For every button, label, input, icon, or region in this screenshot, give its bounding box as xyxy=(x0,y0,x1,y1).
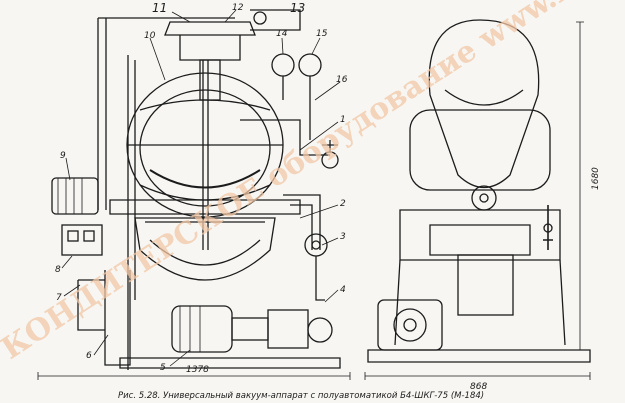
side-vessel-outline xyxy=(428,19,540,188)
dimension-width-front: 1378 xyxy=(186,365,209,375)
callout-7: 7 xyxy=(56,293,62,303)
callout-8: 8 xyxy=(55,265,61,275)
callout-1: 1 xyxy=(340,115,346,125)
side-view xyxy=(364,19,591,380)
front-view xyxy=(37,9,351,380)
callout-3: 3 xyxy=(340,232,346,242)
watermark: КОНДИТЕРСКОЕ оборудование www.kondbp.ru xyxy=(0,0,625,367)
motor-9-outline xyxy=(51,177,99,215)
callout-6: 6 xyxy=(86,351,92,361)
dimensions: 1378 868 1680 xyxy=(186,167,601,392)
lower-kettle-outline xyxy=(134,217,276,281)
pump-motor-outline xyxy=(171,305,233,353)
callout-9: 9 xyxy=(60,151,66,161)
callout-12: 12 xyxy=(232,3,244,13)
callout-2: 2 xyxy=(340,199,346,209)
callout-16: 16 xyxy=(336,75,348,85)
dimension-width-side: 868 xyxy=(470,382,487,392)
callout-11: 11 xyxy=(152,1,167,15)
callout-5: 5 xyxy=(160,363,166,373)
callout-13: 13 xyxy=(290,1,305,15)
figure-caption: Рис. 5.28. Универсальный вакуум-аппарат … xyxy=(118,391,484,401)
callout-4: 4 xyxy=(340,285,346,295)
callout-10: 10 xyxy=(144,31,156,41)
watermark-text: КОНДИТЕРСКОЕ оборудование www.kondbp.ru xyxy=(0,0,625,367)
callouts: 1 2 3 4 5 6 7 8 9 10 11 12 13 14 15 16 xyxy=(55,1,348,373)
callout-15: 15 xyxy=(316,29,328,39)
leader-lines xyxy=(61,9,341,367)
callout-14: 14 xyxy=(276,29,288,39)
dimension-height: 1680 xyxy=(591,167,601,190)
